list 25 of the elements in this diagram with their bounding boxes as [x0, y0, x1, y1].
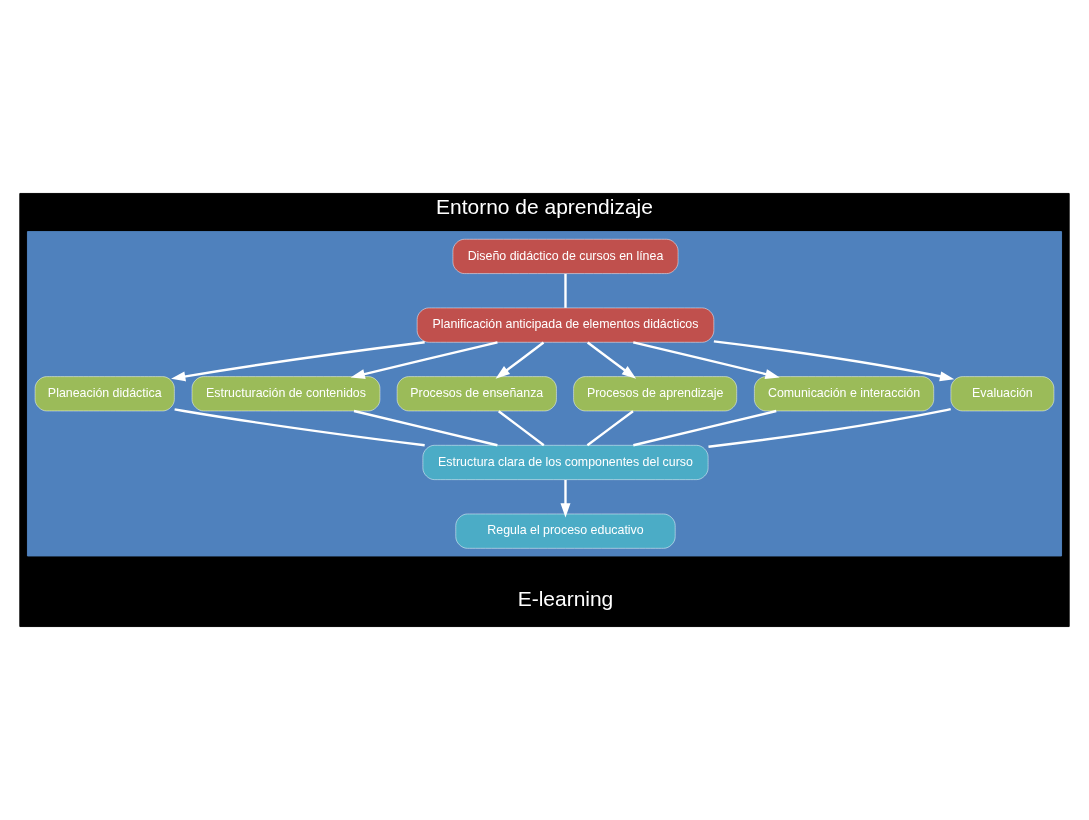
- connector: [708, 407, 951, 448]
- node-box: Planificación anticipada de elementos didácticos: [416, 307, 715, 343]
- arrow: [560, 479, 571, 518]
- arrow: [350, 341, 498, 379]
- node-box: Procesos de enseñanza: [396, 376, 557, 412]
- node-box: Evaluación: [950, 376, 1055, 412]
- node-box: Diseño didáctico de cursos en línea: [452, 238, 679, 275]
- node-box: Planeación didáctica: [34, 376, 175, 412]
- connector: [353, 409, 498, 447]
- node-box: Estructuración de contenidos: [191, 376, 381, 412]
- connector: [586, 410, 634, 447]
- node-box: Procesos de aprendizaje: [573, 376, 738, 412]
- connector: [633, 409, 777, 447]
- cluster: [26, 231, 1063, 557]
- node-box: Regula el proceso educativo: [455, 513, 676, 549]
- connector: [498, 410, 545, 447]
- arrow: [171, 341, 425, 382]
- arrow: [586, 341, 637, 379]
- connector: [174, 408, 425, 447]
- arrow: [713, 340, 955, 382]
- arrow: [633, 341, 780, 379]
- node-box: Comunicación e interacción: [753, 376, 935, 412]
- connector: [564, 273, 567, 308]
- node-box: Estructura clara de los componentes del curso: [422, 444, 709, 481]
- arrow: [495, 341, 545, 379]
